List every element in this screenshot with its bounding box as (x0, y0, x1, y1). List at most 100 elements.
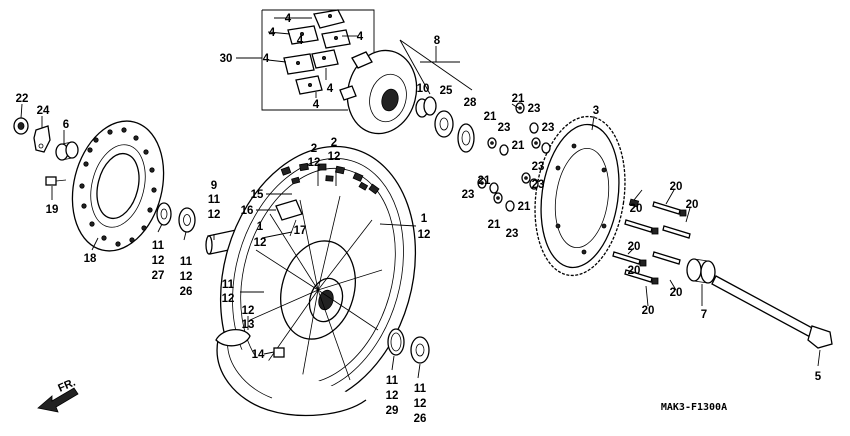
callout-21-b: 21 (484, 111, 497, 123)
callout-7: 7 (701, 309, 707, 321)
callout-4-e: 4 (297, 35, 304, 47)
callout-12-g: 12 (180, 271, 193, 283)
callout-4-b: 4 (269, 27, 276, 39)
sprocket-studs (612, 198, 691, 285)
callout-23-b: 23 (498, 122, 511, 134)
bearing-25 (434, 110, 454, 138)
bearing-26 (410, 336, 430, 364)
callout-11-d: 11 (222, 279, 235, 291)
callout-12-e: 12 (208, 209, 221, 221)
callout-30: 30 (220, 53, 233, 65)
rear-axle-5 (711, 275, 833, 349)
callout-4-a: 4 (285, 13, 292, 25)
callout-8: 8 (434, 35, 441, 47)
callout-17: 17 (294, 225, 307, 237)
final-driven-flange (339, 49, 418, 135)
brake-disc (71, 120, 165, 252)
callout-12-b: 12 (328, 151, 341, 163)
front-direction-arrow (37, 387, 79, 413)
callout-26-a: 26 (180, 286, 193, 298)
callout-26-b: 26 (414, 413, 427, 425)
spacer-6 (55, 141, 79, 161)
callout-15: 15 (251, 189, 264, 201)
callout-21-d: 21 (478, 175, 491, 187)
group-bracket-8 (399, 39, 473, 95)
callout-20-f: 20 (670, 287, 683, 299)
callout-12-d: 12 (254, 237, 267, 249)
callout-21-a: 21 (512, 93, 525, 105)
rear-wheel (216, 145, 417, 417)
callout-24: 24 (37, 105, 50, 117)
leader-lines (20, 17, 821, 379)
callout-1-b: 1 (257, 221, 264, 233)
callout-16: 16 (241, 205, 254, 217)
bearing-left-inner (178, 207, 196, 233)
callout-20-e: 20 (628, 265, 641, 277)
callout-11-a: 11 (208, 194, 221, 206)
callout-23-g: 23 (506, 228, 519, 240)
callout-11-f: 11 (414, 383, 427, 395)
callout-19: 19 (46, 204, 59, 216)
callout-2-a: 2 (311, 143, 317, 155)
callout-12-c: 12 (418, 229, 431, 241)
callout-23-c: 23 (542, 122, 555, 134)
callout-21-c: 21 (512, 140, 525, 152)
tube-valve (275, 199, 303, 237)
callout-21-f: 21 (488, 219, 501, 231)
callout-29: 29 (386, 405, 399, 417)
callout-20-d: 20 (628, 241, 641, 253)
drawing-code: MAK3-F1300A (661, 402, 727, 413)
callout-11-b: 11 (152, 240, 165, 252)
rim-band-13 (215, 329, 251, 347)
callout-4-d: 4 (263, 53, 270, 65)
collar-22 (13, 117, 29, 135)
callout-1-a: 1 (421, 213, 428, 225)
callout-4-c: 4 (357, 31, 364, 43)
callout-23-d: 23 (532, 161, 545, 173)
callout-12-k: 12 (414, 398, 427, 410)
callout-labels: 22 24 6 19 18 30 4 4 4 4 4 4 4 8 10 25 2… (16, 13, 822, 425)
callout-18: 18 (84, 253, 97, 265)
callout-10: 10 (417, 83, 430, 95)
side-collar-7 (686, 258, 716, 284)
callout-3: 3 (593, 105, 599, 117)
callout-23-e: 23 (462, 189, 475, 201)
bracket-24 (33, 125, 51, 153)
callout-4-g: 4 (313, 99, 320, 111)
nut-14 (273, 347, 285, 358)
callout-4-f: 4 (327, 83, 334, 95)
callout-20-c: 20 (686, 199, 699, 211)
bearing-left-outer (156, 202, 172, 226)
callout-22: 22 (16, 93, 29, 105)
callout-25: 25 (440, 85, 453, 97)
callout-9: 9 (211, 180, 217, 192)
callout-23-a: 23 (528, 103, 541, 115)
callout-13: 13 (242, 319, 255, 331)
callout-5: 5 (815, 371, 822, 383)
sprocket-nuts-washers (477, 102, 551, 212)
callout-23-f: 23 (532, 179, 545, 191)
collar-10 (415, 96, 437, 118)
callout-12-j: 12 (386, 390, 399, 402)
callout-11-e: 11 (386, 375, 399, 387)
callout-12-f: 12 (152, 255, 165, 267)
damper-rubbers (283, 9, 351, 95)
callout-12-i: 12 (242, 305, 255, 317)
dust-seal-29 (387, 328, 405, 356)
callout-27: 27 (152, 270, 165, 282)
driven-sprocket (534, 115, 626, 277)
callout-20-b: 20 (630, 203, 643, 215)
callout-14: 14 (252, 349, 265, 361)
callout-12-a: 12 (308, 157, 321, 169)
callout-2-b: 2 (331, 137, 337, 149)
callout-20-a: 20 (670, 181, 683, 193)
callout-12-h: 12 (222, 293, 235, 305)
bolt-19 (45, 176, 67, 186)
callout-21-e: 21 (518, 201, 531, 213)
callout-11-c: 11 (180, 256, 193, 268)
callout-28: 28 (464, 97, 477, 109)
callout-6: 6 (63, 119, 69, 131)
callout-20-g: 20 (642, 305, 655, 317)
